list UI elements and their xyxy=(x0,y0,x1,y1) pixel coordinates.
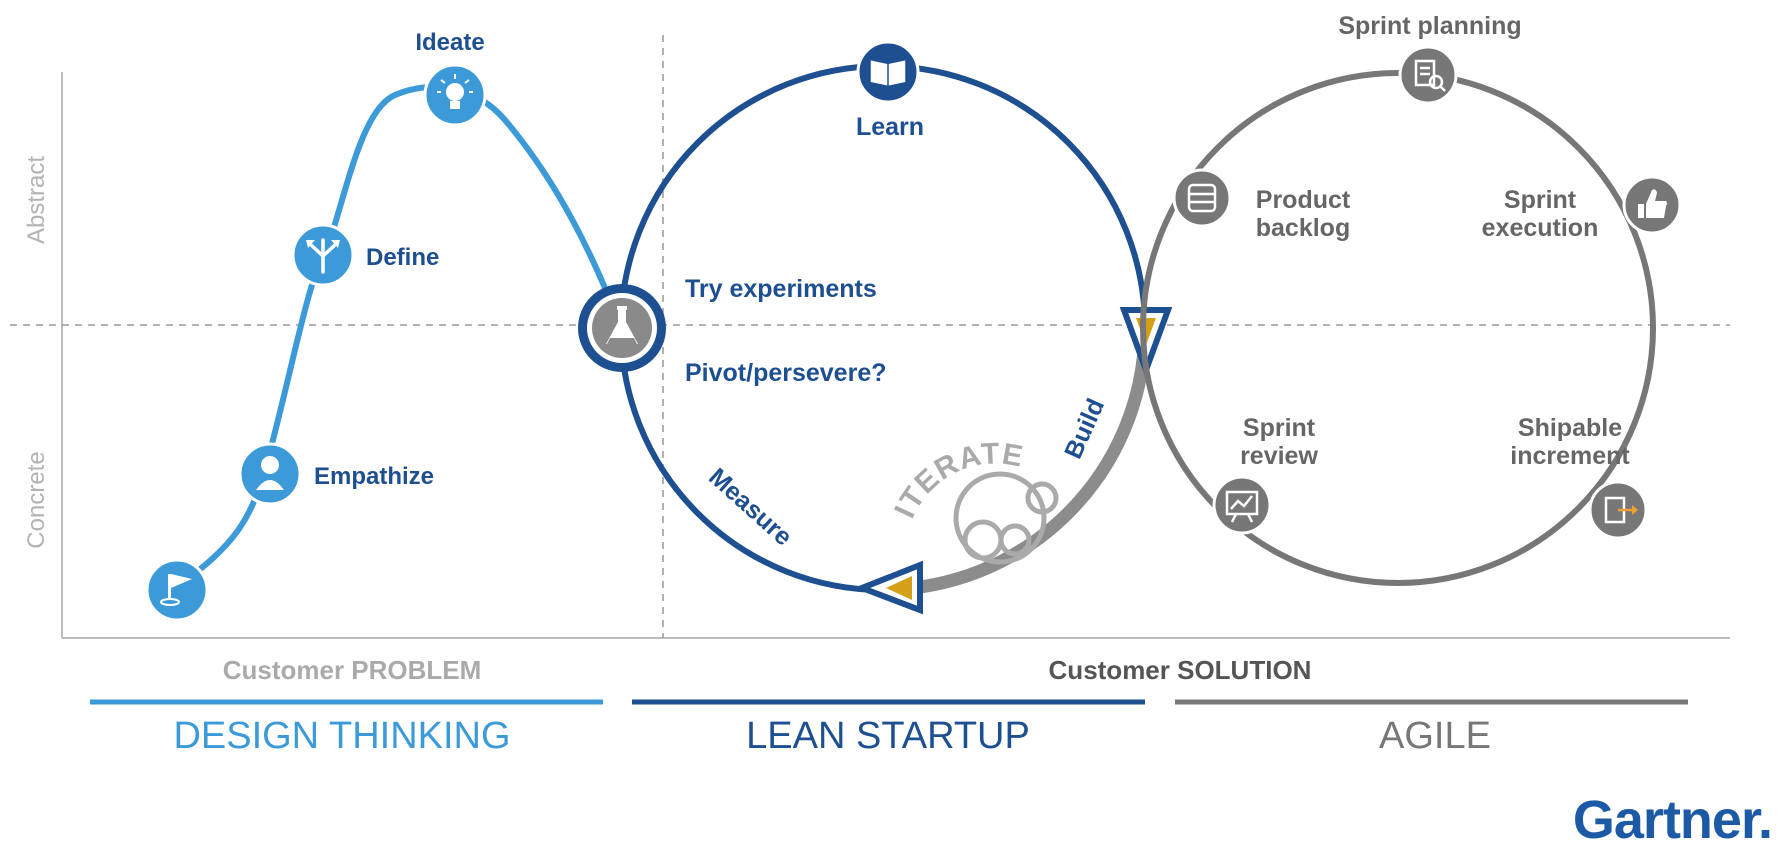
book-icon xyxy=(870,60,906,86)
iterate-circle-small-b xyxy=(998,523,1032,557)
label-build: Build xyxy=(1059,395,1110,463)
gartner-logo: Gartner. xyxy=(1573,790,1772,850)
flag-node xyxy=(145,558,209,622)
ideate-node xyxy=(423,63,487,127)
learn-node xyxy=(856,40,920,104)
agile-nodes xyxy=(1172,45,1682,540)
iterate-circle-small-a xyxy=(962,519,1004,561)
agile-circle xyxy=(1140,70,1656,586)
flag-icon xyxy=(160,574,192,606)
label-sprint-review-2: review xyxy=(1240,442,1318,470)
design-thinking-nodes xyxy=(145,63,487,622)
label-product-backlog-1: Product xyxy=(1256,186,1351,214)
label-customer-solution: Customer SOLUTION xyxy=(1049,655,1312,685)
label-try-experiments: Try experiments xyxy=(685,275,877,303)
sprint-execution-node xyxy=(1622,175,1682,235)
label-sprint-execution-1: Sprint xyxy=(1504,186,1577,214)
flask-icon xyxy=(606,306,638,344)
iterate-circle-right xyxy=(1025,481,1059,515)
band-title-lean-startup: LEAN STARTUP xyxy=(746,715,1030,757)
label-pivot: Pivot/persevere? xyxy=(685,359,887,387)
label-ideate: Ideate xyxy=(415,29,484,56)
empathize-node xyxy=(238,442,302,506)
lean-startup-loop: ITERATE xyxy=(618,63,1173,615)
label-measure: Measure xyxy=(703,463,797,552)
export-icon xyxy=(1604,496,1638,524)
arrow-bottom-left-fill xyxy=(886,576,912,600)
label-product-backlog-2: backlog xyxy=(1256,214,1350,242)
product-backlog-node xyxy=(1172,168,1232,228)
band-title-design-thinking: DESIGN THINKING xyxy=(173,715,510,757)
gartner-mark: . xyxy=(1758,790,1772,850)
label-define: Define xyxy=(366,244,439,271)
diverging-arrows-icon xyxy=(306,238,340,274)
lean-startup-nodes xyxy=(578,40,920,372)
axis-label-abstract: Abstract xyxy=(23,156,50,244)
gartner-wordmark: Gartner xyxy=(1573,790,1762,850)
design-thinking-path xyxy=(176,84,623,589)
experiment-node xyxy=(578,284,666,372)
lightbulb-icon xyxy=(437,74,473,109)
label-shipable-1: Shipable xyxy=(1518,414,1622,442)
chart-board-icon xyxy=(1225,490,1259,523)
axis-label-concrete: Concrete xyxy=(23,451,50,548)
document-search-icon xyxy=(1414,59,1446,92)
label-shipable-2: increment xyxy=(1510,442,1630,470)
list-icon xyxy=(1187,183,1217,213)
iterate-circle-large xyxy=(953,471,1047,565)
agile-loop xyxy=(1140,70,1656,586)
thumbs-up-icon xyxy=(1638,189,1667,218)
sprint-planning-node xyxy=(1398,45,1458,105)
shipable-increment-node xyxy=(1588,480,1648,540)
sprint-review-node xyxy=(1212,475,1272,535)
design-thinking-curve xyxy=(176,84,623,589)
label-sprint-review-1: Sprint xyxy=(1243,414,1316,442)
label-customer-problem: Customer PROBLEM xyxy=(223,655,482,685)
iterate-graphic xyxy=(953,471,1059,565)
person-heart-icon xyxy=(256,456,284,490)
label-sprint-planning: Sprint planning xyxy=(1338,12,1521,40)
build-arc xyxy=(911,327,1152,595)
label-empathize: Empathize xyxy=(314,463,434,490)
label-learn: Learn xyxy=(856,113,924,141)
label-sprint-execution-2: execution xyxy=(1482,214,1599,242)
band-title-agile: AGILE xyxy=(1379,715,1491,757)
define-node xyxy=(291,223,355,287)
